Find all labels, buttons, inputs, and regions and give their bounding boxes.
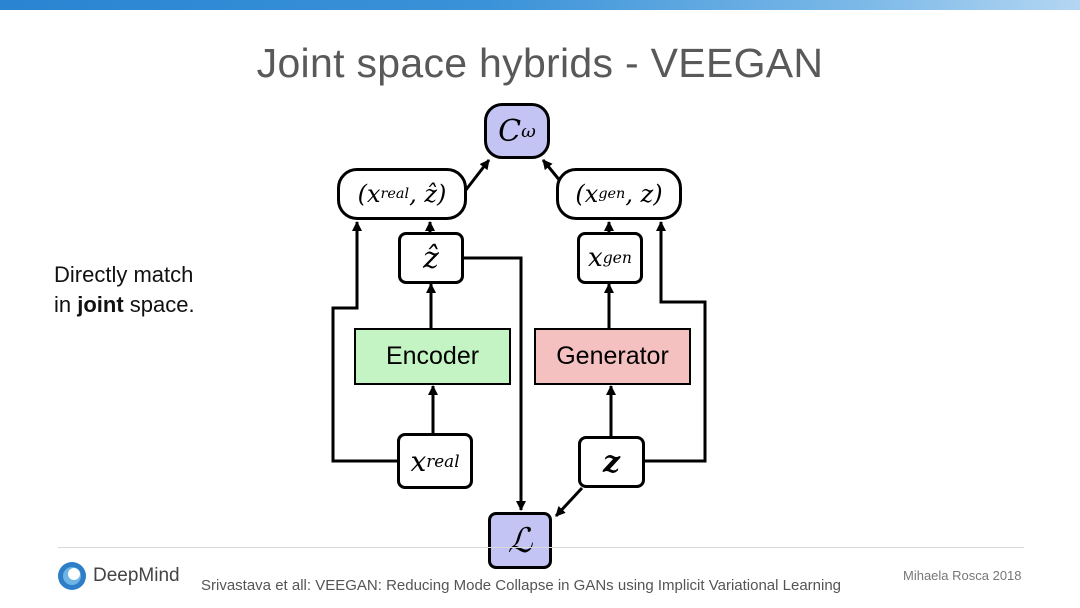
top-accent-bar [0, 0, 1080, 10]
arrow-z-to-loss [554, 486, 584, 518]
pair-gen-tail: , z) [625, 180, 663, 208]
author-text: Mihaela Rosca 2018 [903, 568, 1022, 583]
side-text-bold: joint [77, 292, 124, 317]
generator-node: Generator [534, 328, 691, 385]
side-text-suffix: space. [123, 292, 195, 317]
pair-real-tail: , ẑ) [409, 180, 447, 208]
z-hat-node: ẑ [398, 232, 464, 284]
side-text-prefix: in [54, 292, 78, 317]
citation-text: Srivastava et all: VEEGAN: Reducing Mode… [201, 577, 842, 594]
side-text-line1: Directly match [54, 262, 194, 287]
arrow-z-to-pair-gen [645, 221, 707, 463]
x-gen-symbol: x [588, 243, 603, 273]
deepmind-logo-icon [58, 562, 86, 590]
deepmind-logo: DeepMind [57, 560, 180, 592]
slide-title: Joint space hybrids - VEEGAN [256, 40, 824, 86]
z-label: z [602, 444, 621, 480]
pair-gen-sub: gen [598, 186, 626, 202]
loss-node: ℒ [488, 512, 552, 569]
loss-label: ℒ [507, 520, 533, 561]
footer-divider [58, 547, 1024, 548]
arrow-zhat-to-loss [464, 256, 526, 511]
pair-gen-text: (x [575, 180, 599, 208]
x-real-symbol: x [410, 444, 427, 478]
critic-symbol: C [498, 113, 522, 149]
pair-real-sub: real [380, 186, 410, 202]
x-real-sub: real [426, 451, 460, 471]
arrow-xreal-to-pair-real [331, 221, 397, 463]
generator-label: Generator [556, 342, 669, 370]
critic-subscript: ω [521, 120, 536, 142]
logo-text: DeepMind [93, 565, 180, 586]
side-text: Directly match in joint space. [54, 260, 195, 320]
pair-real-text: (x [357, 180, 381, 208]
encoder-node: Encoder [354, 328, 511, 385]
z-hat-label: ẑ [423, 240, 439, 276]
z-node: z [578, 436, 645, 488]
x-gen-sub: gen [602, 249, 632, 267]
encoder-label: Encoder [385, 342, 480, 370]
